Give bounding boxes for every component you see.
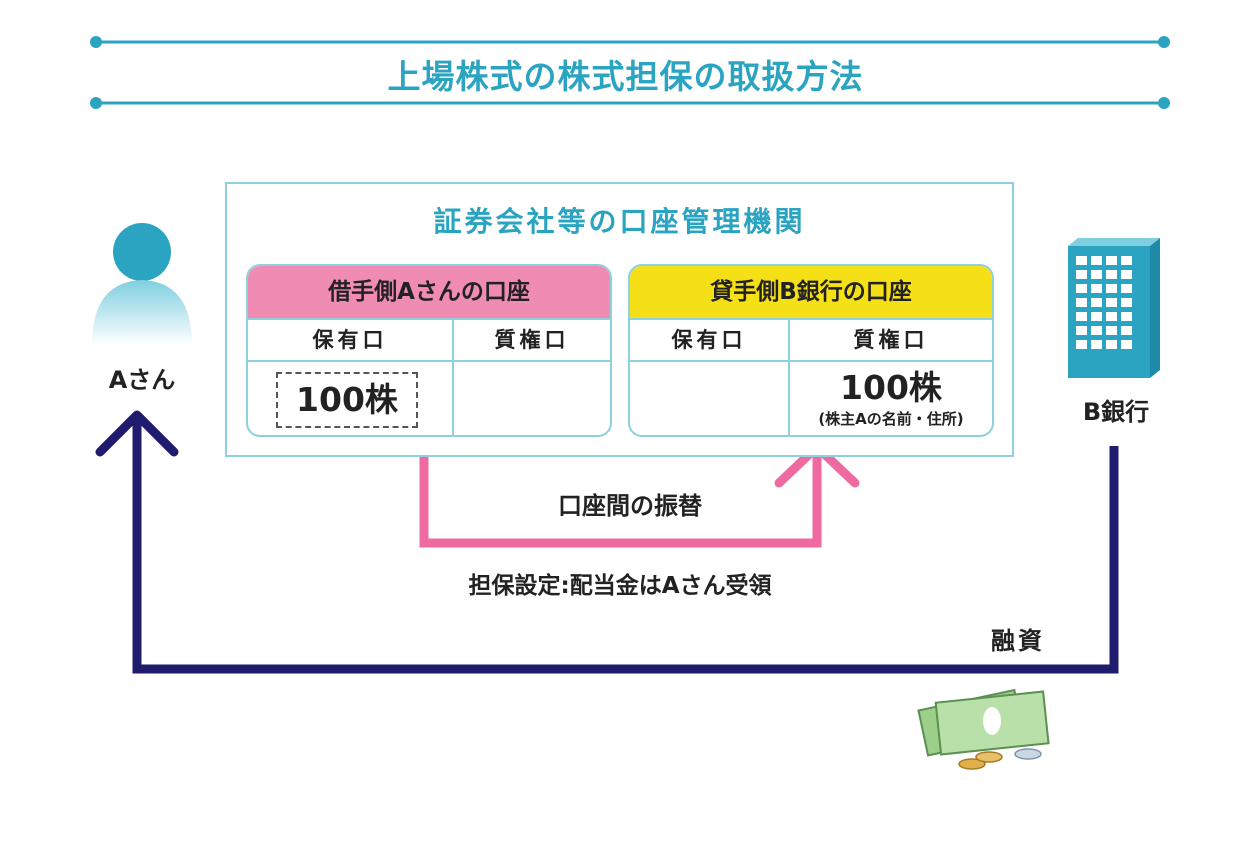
cash-icon xyxy=(917,688,1050,770)
institution-title: 証券会社等の口座管理機関 xyxy=(433,205,806,238)
transfer-label: 口座間の振替 xyxy=(558,492,702,520)
title-bottom-rule xyxy=(90,97,1170,109)
bank-b-label: B銀行 xyxy=(1082,398,1150,426)
lender-account-header: 貸手側B銀行の口座 xyxy=(630,266,992,320)
lender-pledge-note: (株主Aの名前・住所) xyxy=(818,410,964,428)
lender-holding-col: 保有口 xyxy=(630,320,790,360)
person-icon xyxy=(92,223,192,345)
lender-pledge-cell: 100株 (株主Aの名前・住所) xyxy=(790,362,992,435)
lender-account-row: 100株 (株主Aの名前・住所) xyxy=(630,362,992,435)
page-title: 上場株式の株式担保の取扱方法 xyxy=(387,57,864,96)
lender-pledge-col: 質権口 xyxy=(853,328,929,352)
borrower-holding-col: 保有口 xyxy=(248,320,454,360)
borrower-account-header: 借手側Aさんの口座 xyxy=(248,266,610,320)
lender-pledge-shares: 100株 xyxy=(840,368,942,407)
title-top-rule xyxy=(90,36,1170,48)
borrower-pledge-cell xyxy=(454,362,610,435)
building-icon xyxy=(1068,238,1160,378)
person-a-label: Aさん xyxy=(108,366,176,394)
loan-arrow xyxy=(95,410,1119,674)
borrower-account: 借手側Aさんの口座 保有口 質権口 100株 xyxy=(246,264,612,437)
loan-label: 融資 xyxy=(991,627,1045,655)
collateral-note: 担保設定:配当金はAさん受領 xyxy=(468,573,772,599)
borrower-account-row: 100株 xyxy=(248,362,610,435)
borrower-holding-cell: 100株 xyxy=(248,362,454,435)
lender-holding-cell xyxy=(630,362,790,435)
borrower-pledge-col: 質権口 xyxy=(494,328,570,352)
borrower-holding-shares: 100株 xyxy=(276,372,418,428)
lender-account: 貸手側B銀行の口座 保有口 質権口 100株 (株主Aの名前・住所) xyxy=(628,264,994,437)
lender-account-columns: 保有口 質権口 xyxy=(630,320,992,362)
borrower-account-columns: 保有口 質権口 xyxy=(248,320,610,362)
